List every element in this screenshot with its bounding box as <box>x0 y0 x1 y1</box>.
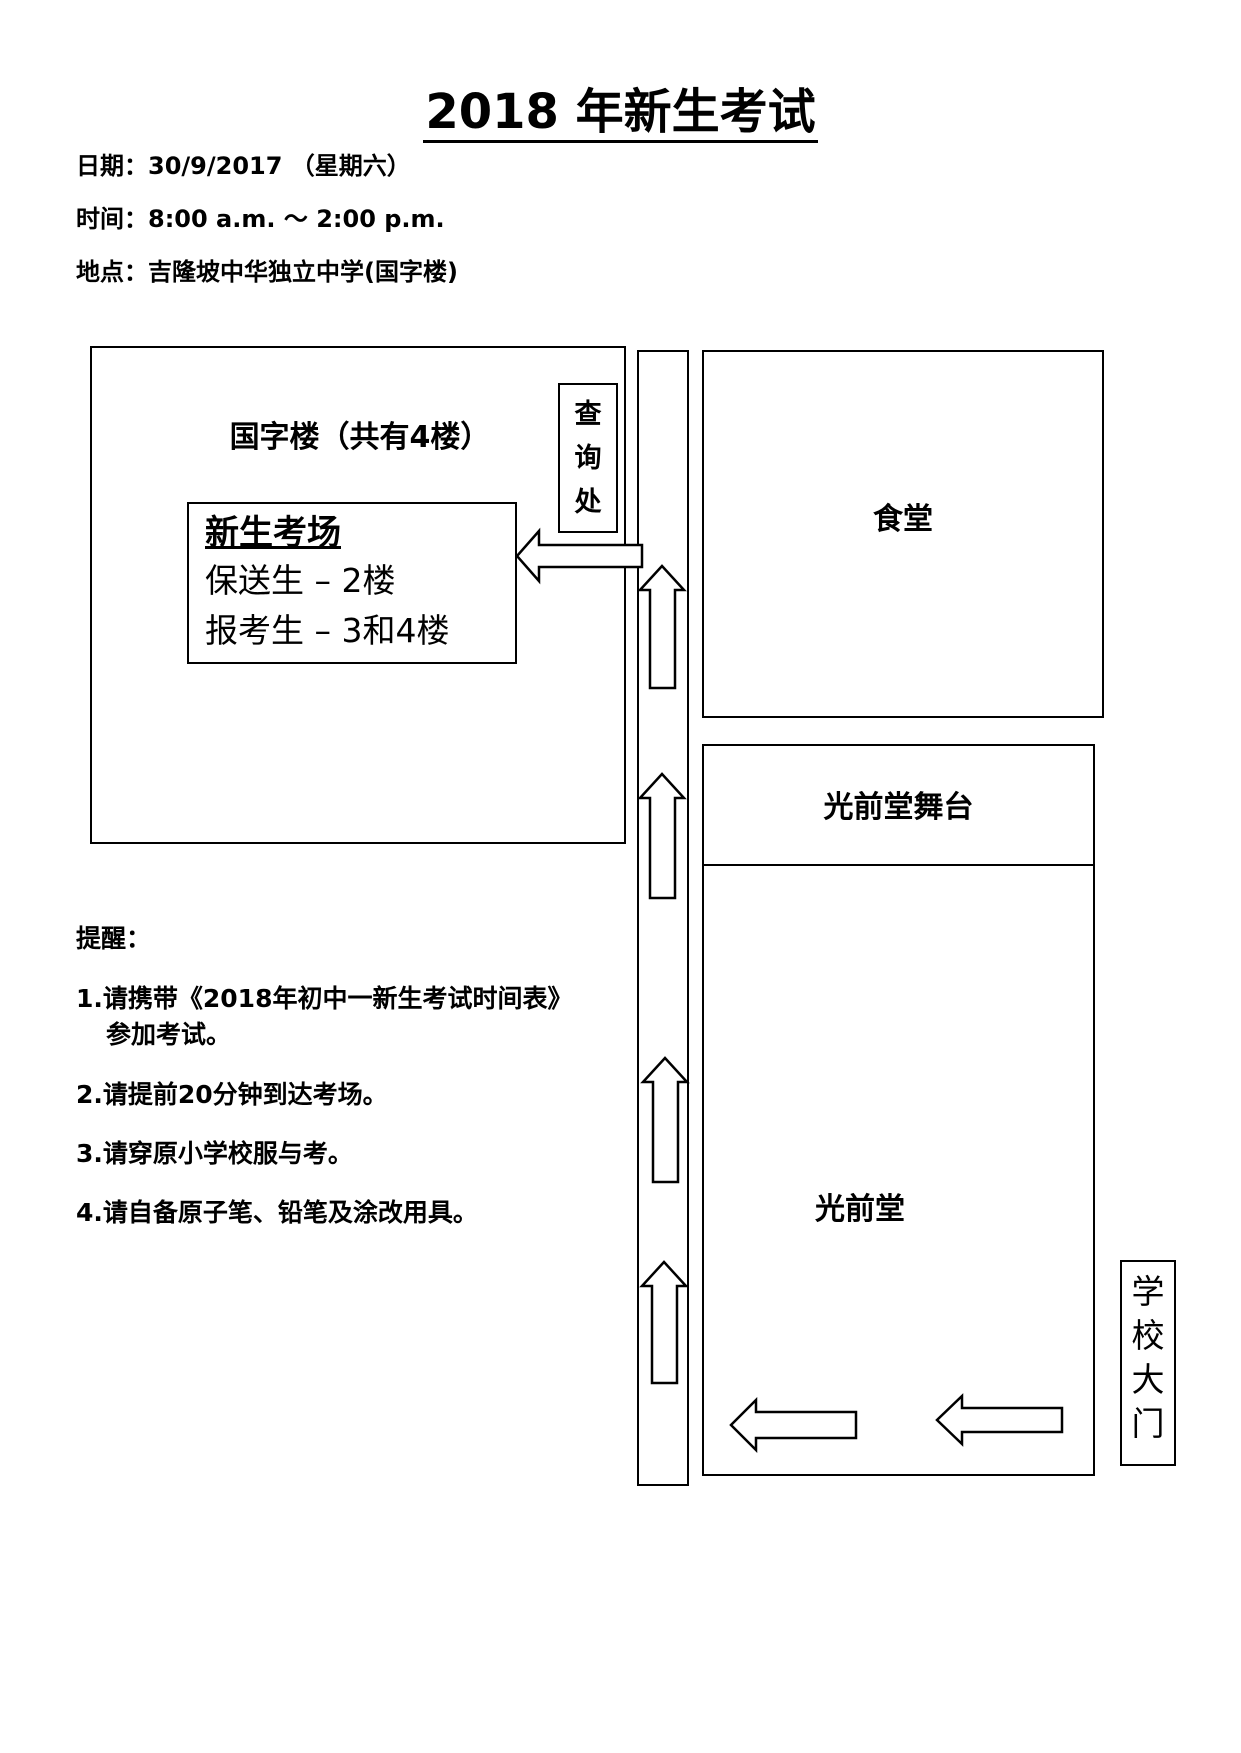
arrow-left-hall-1 <box>729 1396 858 1454</box>
place-line: 地点：吉隆坡中华独立中学(国字楼) <box>76 256 458 288</box>
arrow-left-to-venue <box>515 527 644 585</box>
exam-venue-title: 新生考场 <box>205 513 341 553</box>
enquiry-char-2: 询 <box>574 443 602 474</box>
place-value: 吉隆坡中华独立中学(国字楼) <box>148 258 458 286</box>
exam-venue-line-recommended: 保送生 – 2楼 <box>205 561 396 600</box>
enquiry-counter: 查 询 处 <box>558 383 618 533</box>
date-value: 30/9/2017 （星期六） <box>148 152 411 180</box>
time-line: 时间：8:00 a.m. ～ 2:00 p.m. <box>76 203 445 235</box>
building-guozi <box>90 346 626 844</box>
time-label: 时间： <box>76 205 148 233</box>
time-value: 8:00 a.m. ～ 2:00 p.m. <box>148 205 445 233</box>
canteen <box>702 350 1104 718</box>
arrow-left-hall-2 <box>935 1393 1064 1447</box>
gate-char-4: 门 <box>1131 1404 1165 1443</box>
arrow-up-2 <box>637 772 687 900</box>
hall <box>702 864 1095 1476</box>
reminder-heading: 提醒： <box>76 924 152 953</box>
gate-char-3: 大 <box>1131 1360 1165 1399</box>
page-title: 2018 年新生考试 <box>0 82 1241 143</box>
place-label: 地点： <box>76 258 148 286</box>
exam-venue-line-applicants: 报考生 – 3和4楼 <box>205 611 450 650</box>
school-gate: 学 校 大 门 <box>1120 1260 1176 1466</box>
reminder-item-3: 3.请穿原小学校服与考。 <box>76 1139 353 1168</box>
gate-char-2: 校 <box>1131 1316 1165 1355</box>
walkway <box>637 350 689 1486</box>
enquiry-char-1: 查 <box>574 399 602 430</box>
canteen-label: 食堂 <box>873 502 933 537</box>
page-title-text: 2018 年新生考试 <box>423 84 818 143</box>
enquiry-char-3: 处 <box>574 487 602 518</box>
gate-char-1: 学 <box>1131 1272 1165 1311</box>
arrow-up-3 <box>640 1056 690 1184</box>
hall-stage-label: 光前堂舞台 <box>823 790 974 825</box>
reminder-item-1: 1.请携带《2018年初中一新生考试时间表》 <box>76 984 573 1013</box>
building-guozi-label: 国字楼（共有4楼） <box>229 420 491 455</box>
hall-label: 光前堂 <box>815 1192 905 1227</box>
date-label: 日期： <box>76 152 148 180</box>
arrow-up-1 <box>637 564 687 690</box>
date-line: 日期：30/9/2017 （星期六） <box>76 150 411 182</box>
reminder-item-1-cont: 参加考试。 <box>106 1020 232 1049</box>
reminder-item-4: 4.请自备原子笔、铅笔及涂改用具。 <box>76 1198 478 1227</box>
arrow-up-4 <box>639 1260 689 1385</box>
exam-venue-box: 新生考场 保送生 – 2楼 报考生 – 3和4楼 <box>187 502 517 664</box>
reminder-item-2: 2.请提前20分钟到达考场。 <box>76 1080 388 1109</box>
